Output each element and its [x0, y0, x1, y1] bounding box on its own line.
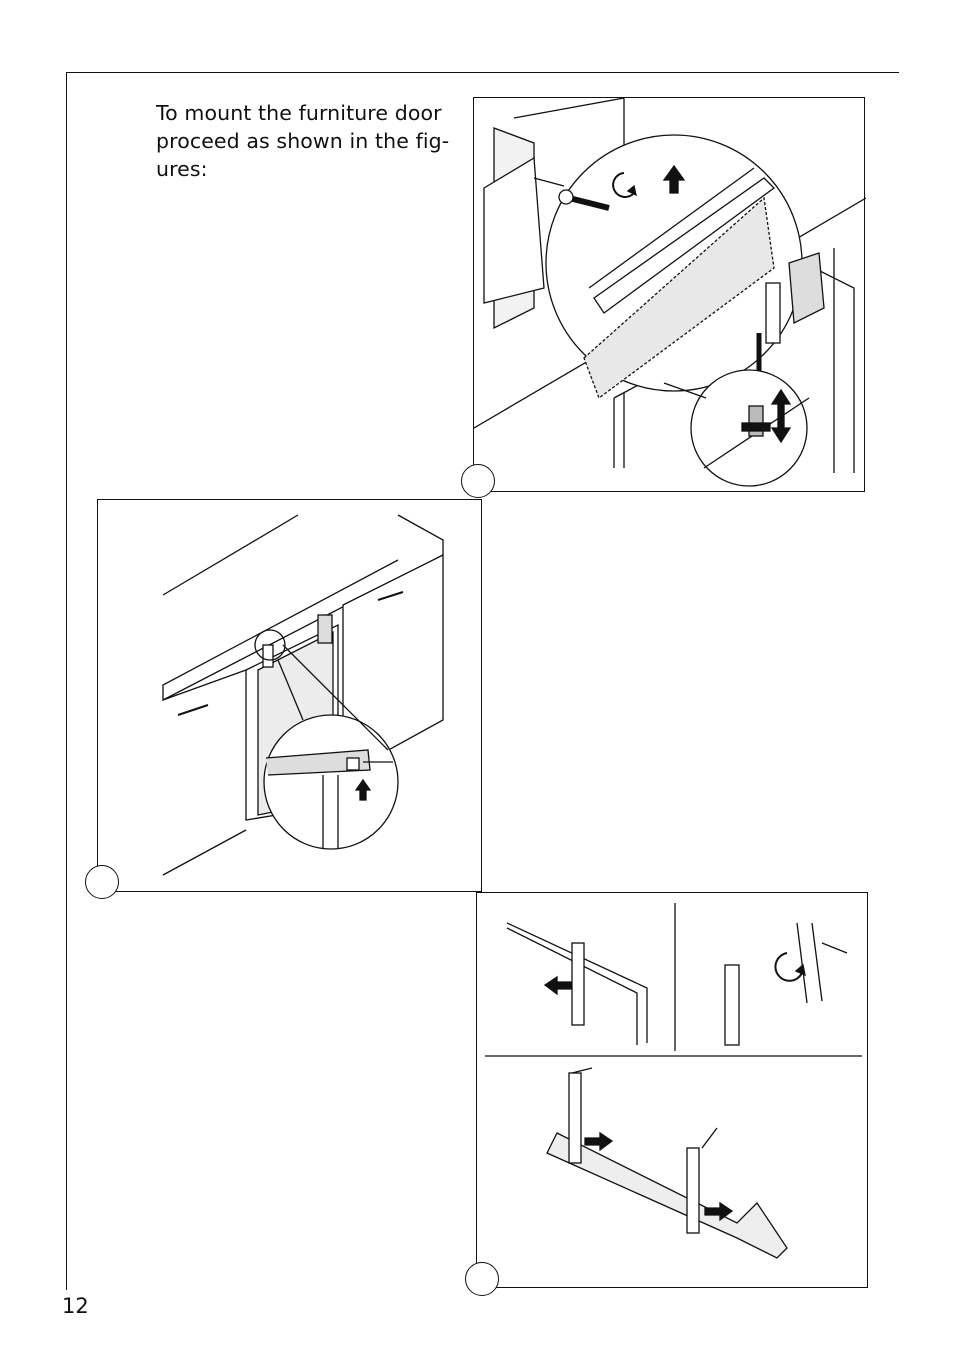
- figure-1-panel: [473, 97, 866, 492]
- figure-2-panel: [97, 499, 482, 892]
- double-arrow-icon: [770, 388, 792, 444]
- door-rail: [583, 167, 775, 400]
- figure-3-panel: [476, 892, 868, 1288]
- rotate-arrow-icon: [774, 952, 806, 982]
- door-edge: [506, 922, 648, 1045]
- rotate-arrow-icon: [612, 172, 637, 198]
- detail-circle: [263, 714, 399, 850]
- hinge-plate: [571, 942, 585, 1026]
- mounting-rail: [546, 1072, 788, 1259]
- step-circle-1: [461, 464, 495, 498]
- page-number: 12: [62, 1294, 89, 1318]
- left-rule: [66, 72, 67, 1290]
- step-circle-3: [465, 1262, 499, 1296]
- left-arrow-icon: [543, 975, 572, 996]
- bracket-icon: [262, 614, 333, 668]
- right-arrow-icon: [584, 1131, 734, 1222]
- adjust-screw-icon: [741, 405, 771, 437]
- spanner-icon: [558, 189, 610, 211]
- up-arrow-icon: [662, 164, 686, 194]
- top-rule: [66, 72, 899, 73]
- intro-text: To mount the furniture door proceed as s…: [156, 101, 450, 181]
- up-arrow-icon: [354, 778, 372, 801]
- step-circle-2: [85, 865, 119, 899]
